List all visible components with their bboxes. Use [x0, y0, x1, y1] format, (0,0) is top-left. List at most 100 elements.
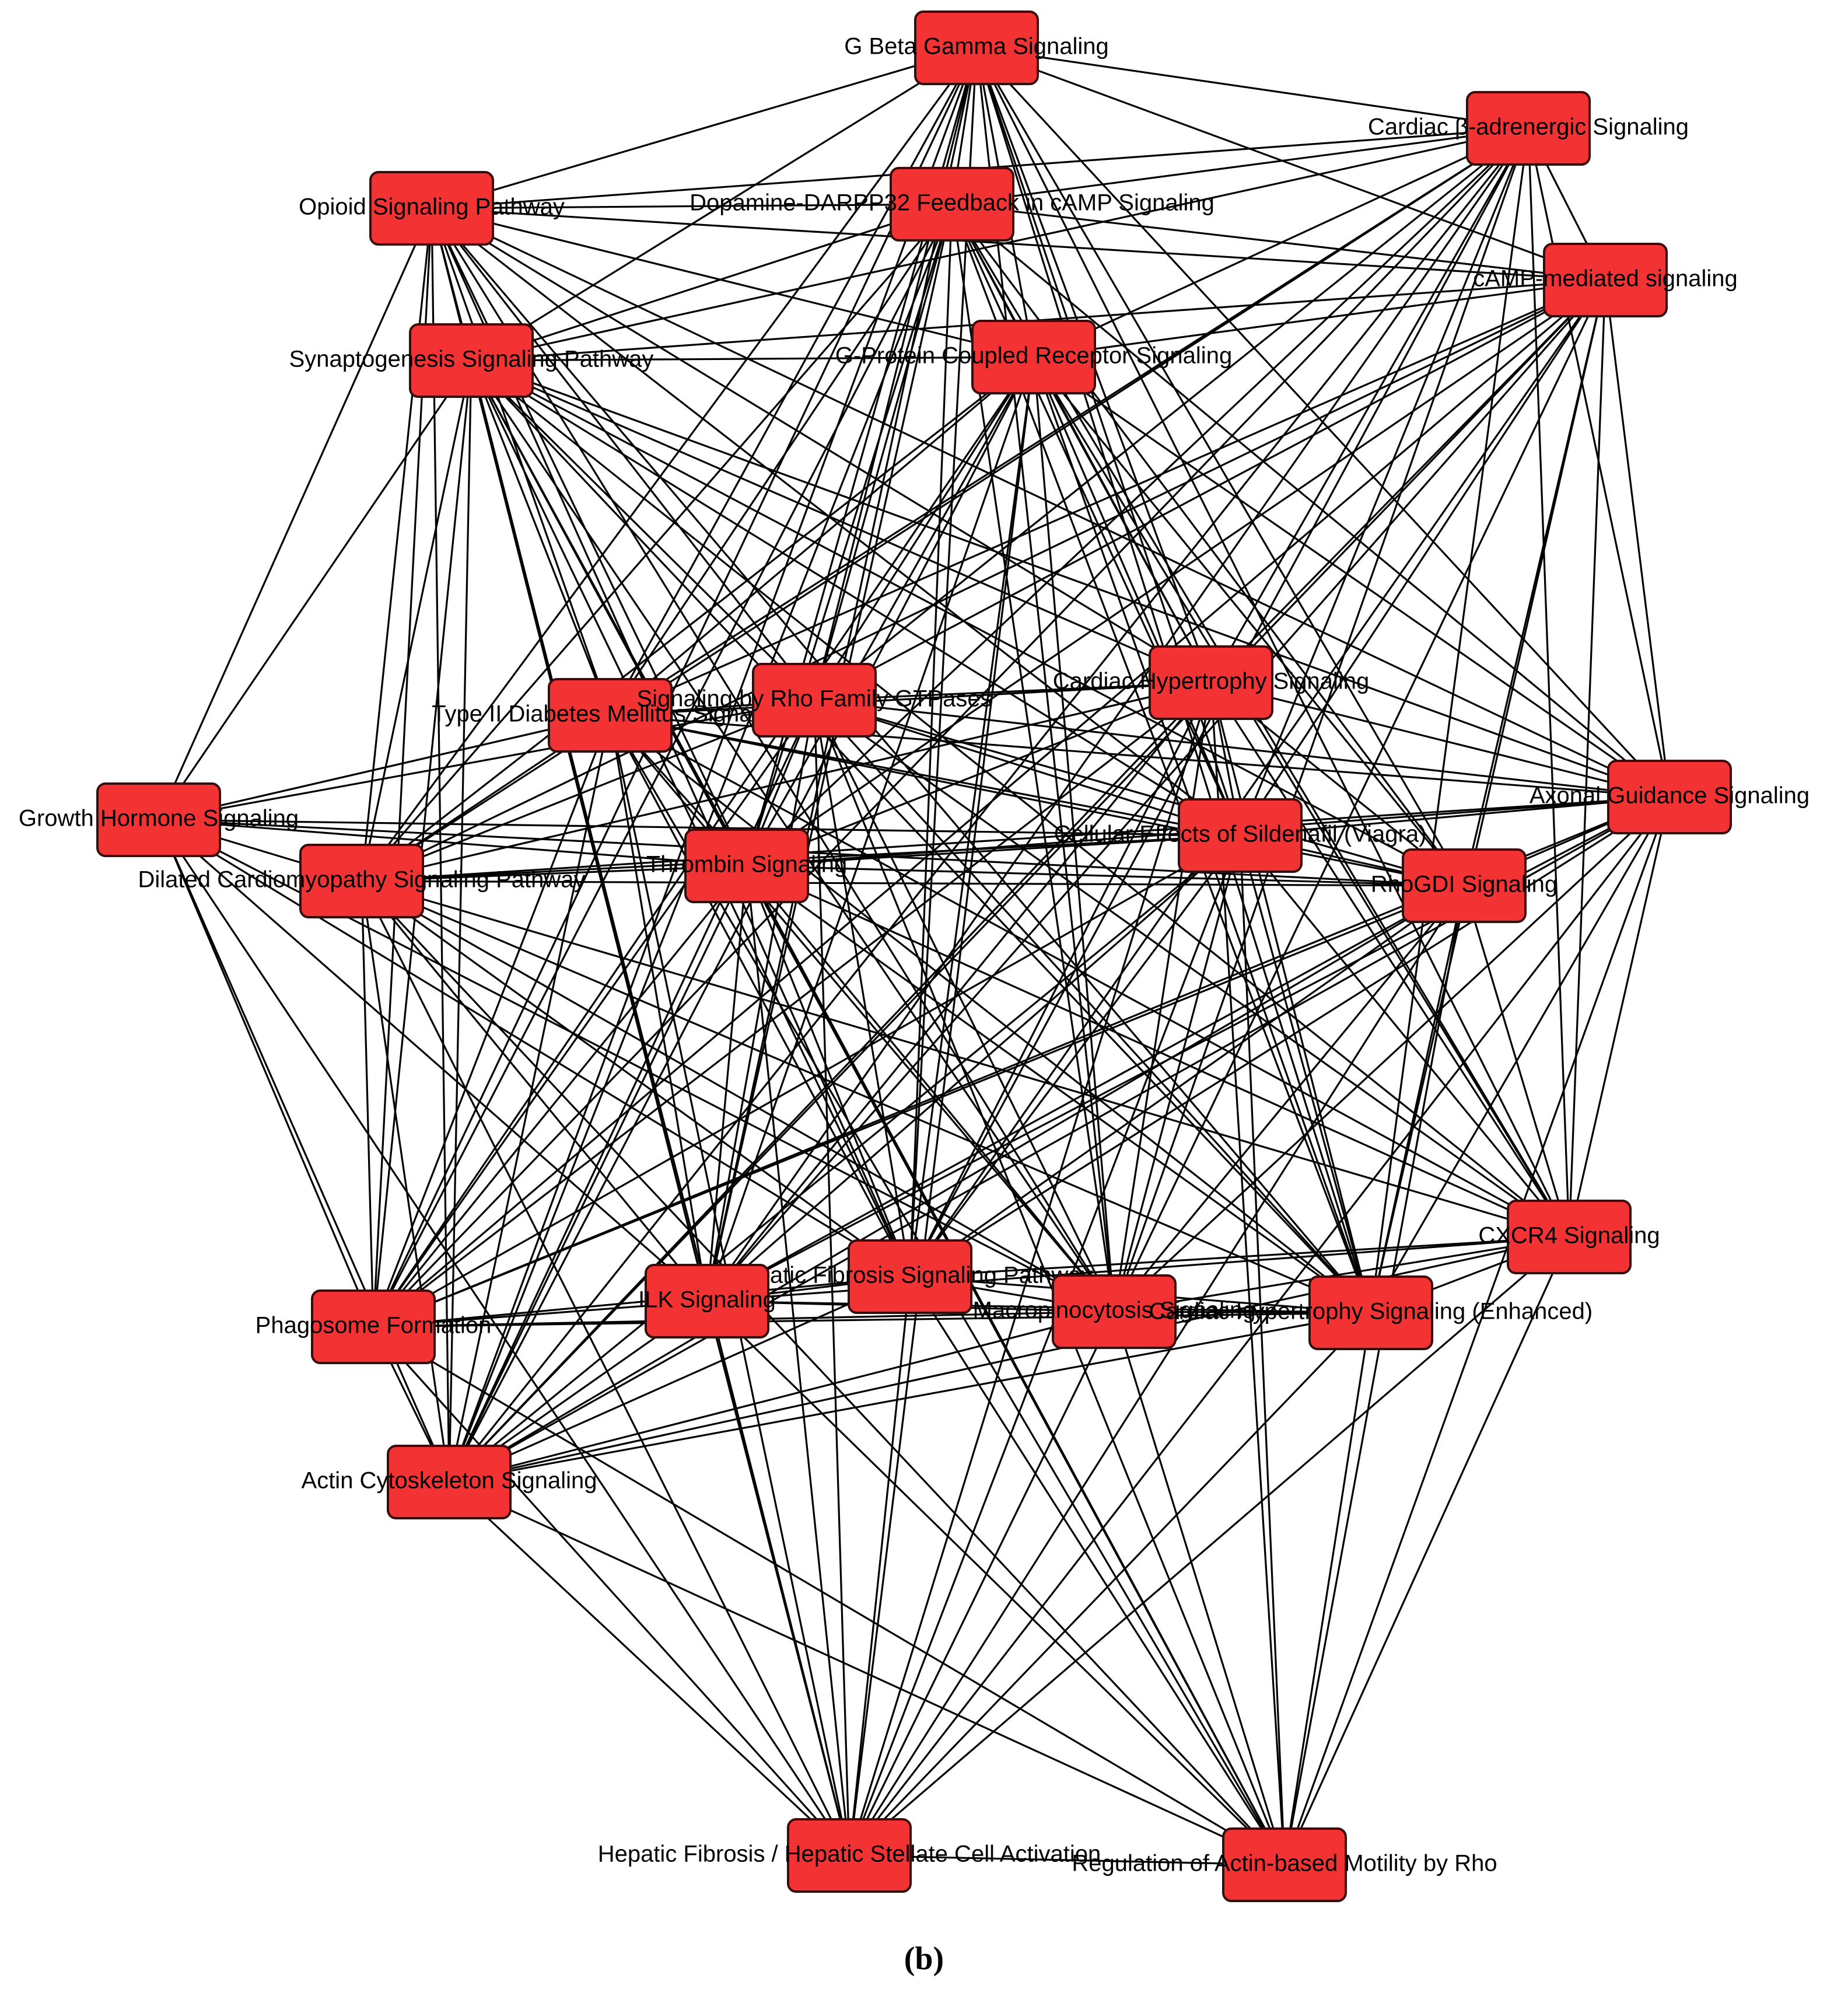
edge-axg-dcm [361, 796, 1670, 882]
edge-camp-cxcr4 [1568, 279, 1606, 1238]
edge-dcm-hsc [360, 880, 850, 1856]
edge-gbg-t2d [609, 47, 978, 716]
node-label: Type II Diabetes Mellitus Signaling [432, 701, 788, 727]
edge-dcm-ram [360, 880, 1286, 1866]
edge-cxcr4-hsc [848, 1236, 1570, 1857]
edge-ghs-act [158, 819, 450, 1483]
edge-sil-che [1239, 835, 1372, 1313]
node-box [1402, 848, 1527, 923]
edge-thr-hfs [746, 865, 911, 1277]
edge-camp-pha [372, 279, 1606, 1328]
edge-ghs-hsc [158, 819, 850, 1856]
edge-syn-chs [471, 359, 1212, 684]
node-box [311, 1289, 436, 1364]
edge-chs-dcm [361, 682, 1212, 882]
node-thr: Thrombin Signaling [646, 829, 848, 903]
edge-dcm-cxcr4 [361, 880, 1570, 1238]
edge-thr-act [448, 865, 748, 1483]
edge-thr-hsc [746, 865, 850, 1856]
edge-camp-t2d [610, 279, 1606, 717]
node-label: Dopamine-DARPP32 Feedback in cAMP Signal… [690, 190, 1214, 216]
edge-opi-thr [430, 208, 748, 866]
edge-chs-hfs [909, 682, 1212, 1277]
edge-syn-t2d [470, 360, 611, 716]
edge-rgdi-che [1370, 885, 1465, 1313]
edge-camp-axg [1604, 279, 1671, 798]
edge-axg-ram [1283, 796, 1671, 1865]
edge-chs-ilk [706, 682, 1212, 1302]
edge-opi-gpcr [431, 207, 1034, 358]
edge-thr-ram [746, 865, 1286, 1865]
edge-camp-act [448, 279, 1606, 1483]
edge-thr-che [746, 865, 1371, 1314]
edge-sil-thr [746, 834, 1241, 867]
node-box [752, 663, 877, 738]
node-label: Cellular Effects of Sildenafil (Viagra) [1054, 822, 1427, 847]
node-box [1543, 243, 1668, 317]
edge-rgdi-hsc [848, 885, 1465, 1856]
edge-opi-dar [431, 203, 953, 209]
node-dar: Dopamine-DARPP32 Feedback in cAMP Signal… [690, 167, 1214, 242]
edge-t2d-ghs [158, 714, 611, 821]
edge-thr-cxcr4 [746, 865, 1570, 1238]
node-label: cAMP-mediated signaling [1473, 266, 1738, 292]
node-box [387, 1445, 512, 1519]
edge-sil-mac [1113, 835, 1241, 1312]
edge-rgdi-hfs [909, 885, 1465, 1278]
edge-rho-chs [814, 682, 1212, 701]
node-box [645, 1264, 769, 1339]
edge-hfs-act [449, 1275, 911, 1483]
node-label: Regulation of Actin-based Motility by Rh… [1072, 1851, 1497, 1876]
edge-gbg-act [448, 47, 978, 1483]
edge-dar-syn [471, 203, 953, 362]
node-act: Actin Cytoskeleton Signaling [302, 1445, 597, 1519]
edge-dar-sil [951, 204, 1241, 836]
edge-t2d-mac [609, 714, 1115, 1313]
edge-rgdi-ram [1283, 885, 1465, 1865]
edge-sil-act [448, 834, 1241, 1483]
edge-thr-pha [372, 865, 748, 1328]
node-t2d: Type II Diabetes Mellitus Signaling [432, 678, 789, 753]
node-syn: Synaptogenesis Signaling Pathway [289, 323, 653, 398]
edge-syn-hsc [470, 360, 850, 1856]
edge-rho-dcm [361, 699, 815, 882]
edge-opi-ghs [158, 208, 433, 820]
edge-rho-ghs [158, 699, 815, 821]
edge-mac-ram [1113, 1311, 1286, 1865]
node-sil: Cellular Effects of Sildenafil (Viagra) [1054, 798, 1427, 873]
edge-gbg-cxcr4 [975, 47, 1570, 1238]
edge-dar-pha [372, 204, 953, 1327]
node-label: RhoGDI Signaling [1371, 872, 1558, 897]
node-label: G Beta Gamma Signaling [844, 34, 1109, 60]
edge-chs-thr [746, 682, 1212, 867]
edge-sil-ilk [706, 834, 1241, 1302]
edge-opi-dcm [360, 208, 433, 882]
edge-syn-sil [471, 359, 1241, 837]
node-box [1308, 1275, 1433, 1350]
edge-gbg-rho [813, 47, 978, 701]
edge-chs-cxcr4 [1210, 682, 1570, 1238]
edge-axg-hsc [848, 796, 1671, 1856]
node-label: Cardiac β-adrenergic Signaling [1368, 114, 1689, 140]
edge-cba-act [448, 128, 1530, 1483]
edge-opi-t2d [430, 208, 611, 716]
node-box [1507, 1200, 1632, 1274]
node-box [96, 782, 221, 857]
edge-gpcr-sil [1032, 357, 1241, 836]
edge-che-act [449, 1312, 1371, 1483]
node-label: Thrombin Signaling [646, 852, 848, 878]
edge-thr-rgdi [746, 865, 1465, 887]
node-label: Hepatic Fibrosis Signaling Pathway [727, 1263, 1093, 1288]
edge-camp-che [1370, 279, 1606, 1313]
edge-dar-thr [746, 204, 953, 866]
edge-syn-axg [471, 359, 1670, 798]
node-label: Cardiac Hypertrophy Signaling [1053, 669, 1370, 694]
node-ilk: ILK Signaling [638, 1264, 776, 1339]
edge-t2d-chs [610, 682, 1212, 717]
edge-gbg-syn [471, 47, 977, 362]
edge-axg-hfs [909, 796, 1670, 1278]
edge-rho-sil [814, 699, 1241, 837]
node-mac: Macropinocytosis Signaling [973, 1274, 1255, 1349]
